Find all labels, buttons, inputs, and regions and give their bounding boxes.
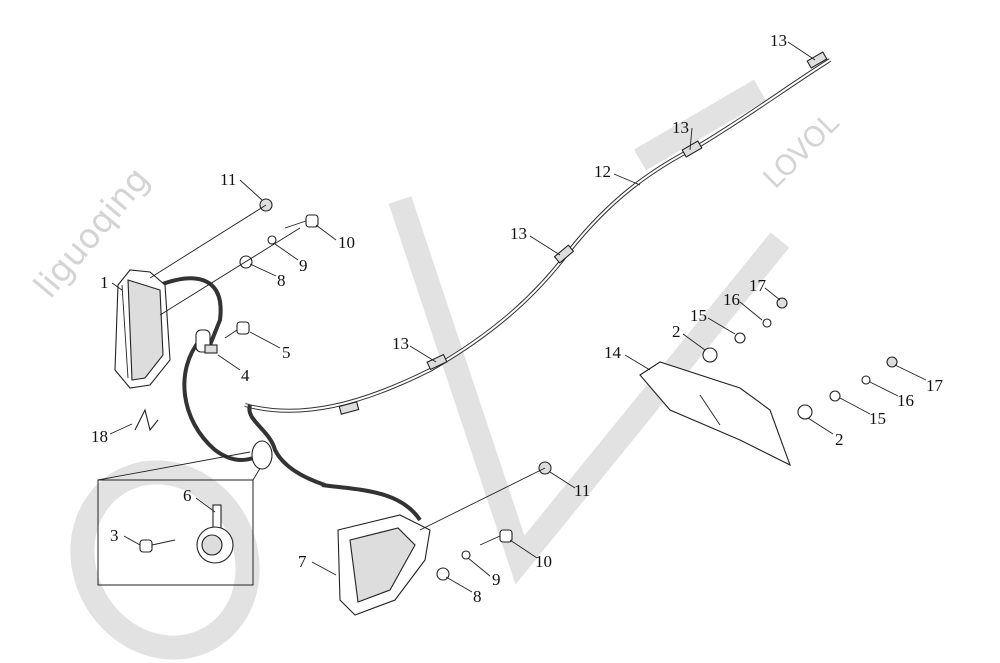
callout-2: 2: [835, 430, 844, 449]
callout-4: 4: [241, 366, 250, 385]
callout-17: 17: [749, 276, 767, 295]
callout-16: 16: [723, 290, 740, 309]
fasteners-upper: [149, 198, 319, 316]
bolt-5: [224, 321, 250, 339]
callout-6: 6: [183, 486, 192, 505]
callout-9: 9: [492, 570, 501, 589]
callout-15: 15: [690, 306, 707, 325]
callout-3: 3: [110, 526, 119, 545]
callout-numbers: 13 13 12 13 11 10 9 8 1 5 4 17 16 15 2 1…: [91, 31, 944, 606]
work-lamp-7: [337, 461, 552, 616]
callout-13: 13: [392, 334, 409, 353]
clamp-4: [195, 329, 218, 354]
clip-18: [134, 408, 159, 432]
watermark-brand-small: LOVOL: [757, 106, 846, 195]
work-lamp-1: [114, 269, 171, 389]
callout-13: 13: [672, 118, 689, 137]
watermark-brand-large: [70, 79, 790, 660]
callout-10: 10: [535, 552, 552, 571]
callout-1: 1: [100, 273, 109, 292]
callout-18: 18: [91, 427, 108, 446]
callout-8: 8: [277, 271, 286, 290]
callout-11: 11: [220, 170, 236, 189]
callout-5: 5: [282, 343, 291, 362]
callout-17: 17: [926, 376, 944, 395]
callout-16: 16: [897, 391, 914, 410]
lamp-bracket-14: [639, 297, 898, 467]
callout-10: 10: [338, 233, 355, 252]
callout-11: 11: [574, 481, 590, 500]
callout-9: 9: [299, 256, 308, 275]
callout-7: 7: [298, 552, 307, 571]
callout-2: 2: [672, 322, 681, 341]
callout-15: 15: [869, 409, 886, 428]
horn-detail-box: [97, 440, 273, 586]
callout-13: 13: [770, 31, 787, 50]
callout-14: 14: [604, 343, 622, 362]
callout-12: 12: [594, 162, 611, 181]
callout-leaders: [109, 41, 927, 593]
callout-8: 8: [473, 587, 482, 606]
callout-13: 13: [510, 224, 527, 243]
